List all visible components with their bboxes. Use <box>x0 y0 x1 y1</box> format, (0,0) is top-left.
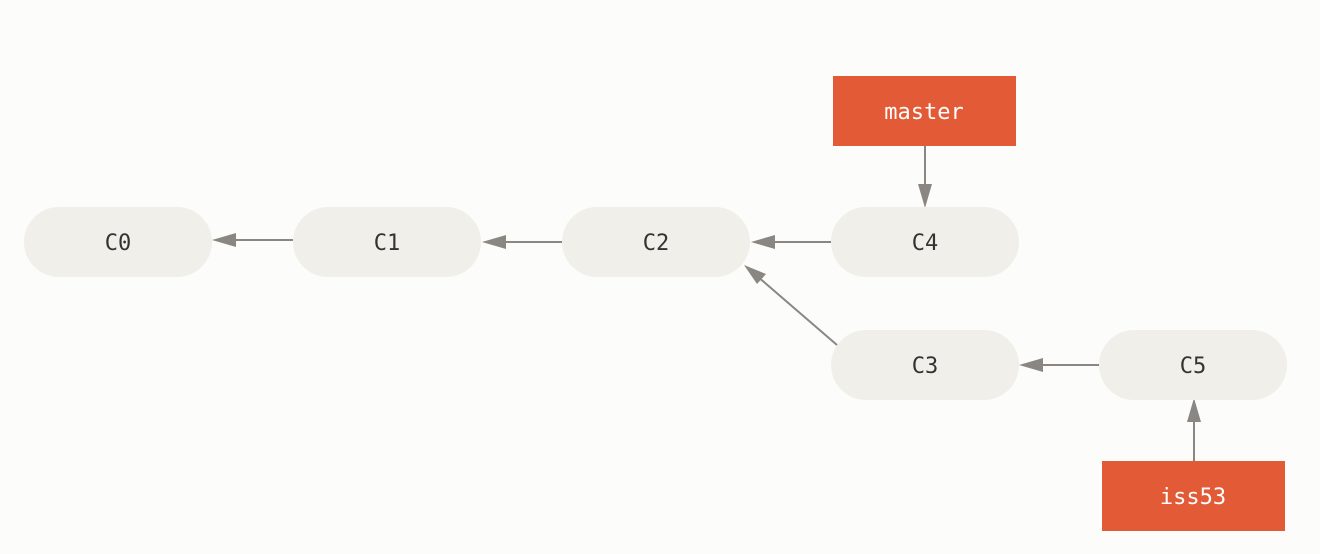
branch-iss53: iss53 <box>1102 461 1285 531</box>
branch-master: master <box>833 76 1016 146</box>
commit-c3: C3 <box>831 330 1019 400</box>
branch-label: iss53 <box>1160 485 1226 510</box>
commit-label: C2 <box>643 231 670 256</box>
commit-c0: C0 <box>24 207 212 277</box>
commit-label: C5 <box>1180 354 1207 379</box>
commit-c4: C4 <box>831 207 1019 277</box>
commit-c2: C2 <box>562 207 750 277</box>
commit-c1: C1 <box>293 207 481 277</box>
arrow-master-to-c4 <box>918 146 932 208</box>
commit-label: C0 <box>105 231 132 256</box>
arrow-c1-to-c0 <box>212 233 293 247</box>
branch-label: master <box>884 100 963 125</box>
arrow-c3-to-c2 <box>744 265 838 346</box>
arrow-c2-to-c1 <box>482 235 562 249</box>
commit-label: C4 <box>912 231 939 256</box>
commit-label: C1 <box>374 231 401 256</box>
arrow-iss53-to-c5 <box>1187 398 1201 461</box>
arrow-c4-to-c2 <box>751 235 831 249</box>
commit-label: C3 <box>912 354 939 379</box>
arrow-c5-to-c3 <box>1019 358 1099 372</box>
commit-c5: C5 <box>1099 330 1287 400</box>
